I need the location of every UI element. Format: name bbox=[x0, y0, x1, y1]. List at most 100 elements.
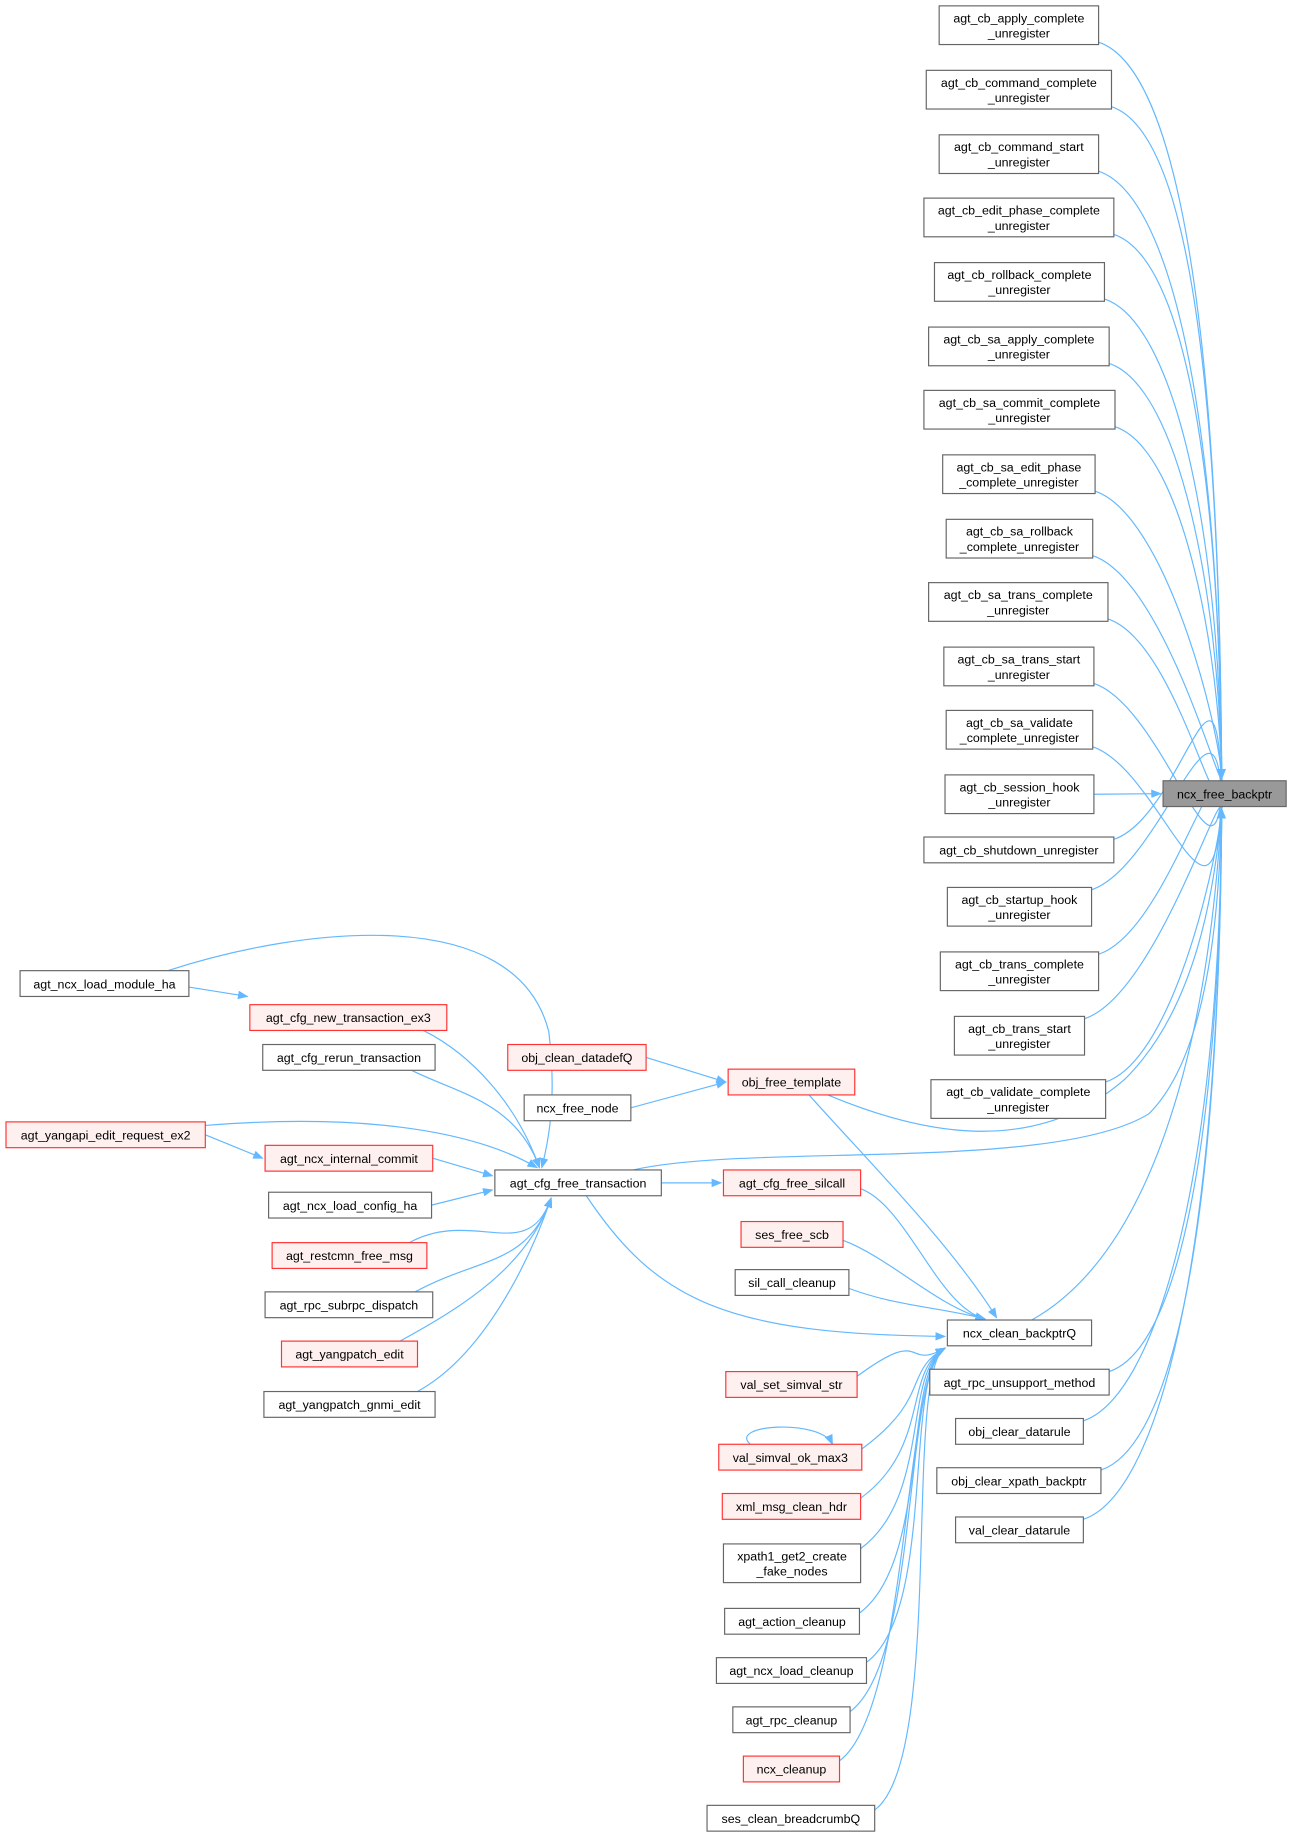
graph-node-val_set_simval_str[interactable]: val_set_simval_str bbox=[725, 1371, 858, 1398]
edge-arrow bbox=[1113, 233, 1226, 780]
node-label: agt_cb_edit_phase_complete_unregister bbox=[938, 204, 1100, 233]
graph-node-n13[interactable]: agt_cb_session_hook_unregister bbox=[944, 774, 1095, 815]
graph-node-ncx_cleanup[interactable]: ncx_cleanup bbox=[742, 1755, 841, 1783]
graph-node-ncx_free_backptr[interactable]: ncx_free_backptr bbox=[1162, 780, 1287, 808]
node-label: agt_cfg_free_silcall bbox=[739, 1177, 845, 1191]
edge-arrow bbox=[633, 807, 1226, 1171]
node-label: agt_yangpatch_edit bbox=[295, 1348, 404, 1362]
edge-n18-to-ncx_free_backptr bbox=[1105, 807, 1226, 1083]
graph-node-n12[interactable]: agt_cb_sa_validate_complete_unregister bbox=[945, 709, 1094, 750]
node-box bbox=[724, 1607, 861, 1635]
edge-n4-to-ncx_free_backptr bbox=[1113, 233, 1226, 780]
edge-n15-to-ncx_free_backptr bbox=[1091, 752, 1226, 891]
graph-node-n3[interactable]: agt_cb_command_start_unregister bbox=[938, 134, 1100, 175]
graph-node-ncx_clean_backptrQ[interactable]: ncx_clean_backptrQ bbox=[946, 1319, 1093, 1347]
node-label: agt_yangapi_edit_request_ex2 bbox=[21, 1128, 191, 1142]
graph-node-agt_ncx_load_config_ha[interactable]: agt_ncx_load_config_ha bbox=[268, 1191, 433, 1219]
graph-node-agt_yangpatch_edit[interactable]: agt_yangpatch_edit bbox=[280, 1340, 419, 1368]
node-label: agt_cb_apply_complete_unregister bbox=[953, 11, 1084, 40]
node-label: agt_cb_shutdown_unregister bbox=[939, 844, 1098, 858]
node-label: agt_cb_sa_edit_phase_complete_unregister bbox=[956, 460, 1081, 489]
edge-agt_cfg_free_transaction-to-ncx_clean_backptrQ bbox=[585, 1195, 947, 1341]
graph-node-agt_rpc_cleanup[interactable]: agt_rpc_cleanup bbox=[732, 1706, 851, 1734]
graph-node-val_simval_ok_max3[interactable]: val_simval_ok_max3 bbox=[718, 1443, 863, 1471]
graph-node-n8[interactable]: agt_cb_sa_edit_phase_complete_unregister bbox=[942, 454, 1096, 495]
graph-node-n7[interactable]: agt_cb_sa_commit_complete_unregister bbox=[923, 389, 1116, 430]
node-box bbox=[734, 1269, 850, 1296]
node-box bbox=[928, 582, 1109, 622]
graph-node-xpath1_get2_create_fake_nodes[interactable]: xpath1_get2_create_fake_nodes bbox=[722, 1543, 862, 1584]
edge-arrow bbox=[645, 1056, 727, 1084]
graph-node-n6[interactable]: agt_cb_sa_apply_complete_unregister bbox=[928, 326, 1110, 367]
node-box bbox=[523, 1094, 632, 1122]
graph-node-n15[interactable]: agt_cb_startup_hook_unregister bbox=[946, 886, 1093, 927]
graph-node-agt_cfg_new_transaction_ex3[interactable]: agt_cfg_new_transaction_ex3 bbox=[249, 1004, 448, 1032]
graph-node-agt_cfg_rerun_transaction[interactable]: agt_cfg_rerun_transaction bbox=[262, 1043, 436, 1071]
edge-agt_cfg_free_silcall-to-ncx_clean_backptrQ bbox=[860, 1188, 986, 1321]
graph-node-sil_call_cleanup[interactable]: sil_call_cleanup bbox=[734, 1269, 850, 1296]
node-box bbox=[268, 1191, 433, 1219]
graph-node-n20[interactable]: obj_clear_datarule bbox=[954, 1417, 1084, 1445]
graph-node-n18[interactable]: agt_cb_validate_complete_unregister bbox=[930, 1079, 1107, 1119]
graph-node-ncx_free_node[interactable]: ncx_free_node bbox=[523, 1094, 632, 1122]
edge-arrow bbox=[746, 1426, 834, 1446]
edge-n21-to-ncx_free_backptr bbox=[1100, 807, 1226, 1471]
edge-n14-to-ncx_free_backptr bbox=[1113, 720, 1226, 840]
graph-node-agt_cfg_free_transaction[interactable]: agt_cfg_free_transaction bbox=[494, 1169, 662, 1197]
node-label: sil_call_cleanup bbox=[748, 1276, 836, 1290]
edge-arrow bbox=[630, 1080, 727, 1109]
edge-n5-to-ncx_free_backptr bbox=[1104, 298, 1226, 780]
edge-arrow bbox=[861, 1347, 946, 1450]
node-box bbox=[742, 1755, 841, 1783]
graph-node-agt_rpc_subrpc_dispatch[interactable]: agt_rpc_subrpc_dispatch bbox=[264, 1291, 434, 1319]
graph-node-obj_free_template[interactable]: obj_free_template bbox=[727, 1068, 856, 1096]
edge-arrow bbox=[1098, 786, 1226, 955]
graph-node-obj_clean_datadefQ[interactable]: obj_clean_datadefQ bbox=[507, 1043, 647, 1071]
edge-arrow bbox=[585, 1195, 947, 1341]
graph-node-agt_action_cleanup[interactable]: agt_action_cleanup bbox=[724, 1607, 861, 1635]
graph-node-agt_ncx_load_cleanup[interactable]: agt_ncx_load_cleanup bbox=[715, 1657, 868, 1685]
node-box bbox=[264, 1144, 434, 1172]
graph-node-agt_ncx_load_module_ha[interactable]: agt_ncx_load_module_ha bbox=[19, 970, 190, 998]
edge-n7-to-ncx_free_backptr bbox=[1114, 426, 1226, 780]
graph-node-n5[interactable]: agt_cb_rollback_complete_unregister bbox=[933, 262, 1106, 302]
edge-arrow bbox=[1111, 106, 1226, 780]
graph-node-agt_yangpatch_gnmi_edit[interactable]: agt_yangpatch_gnmi_edit bbox=[263, 1390, 436, 1418]
graph-node-n2[interactable]: agt_cb_command_complete_unregister bbox=[925, 69, 1113, 110]
edge-arrow bbox=[1113, 720, 1226, 840]
graph-node-agt_ncx_internal_commit[interactable]: agt_ncx_internal_commit bbox=[264, 1144, 434, 1172]
graph-node-ses_free_scb[interactable]: ses_free_scb bbox=[740, 1220, 844, 1248]
graph-node-agt_cfg_free_silcall[interactable]: agt_cfg_free_silcall bbox=[722, 1169, 862, 1197]
graph-node-xml_msg_clean_hdr[interactable]: xml_msg_clean_hdr bbox=[721, 1492, 862, 1520]
graph-node-n14[interactable]: agt_cb_shutdown_unregister bbox=[923, 836, 1115, 864]
graph-node-n21[interactable]: obj_clear_xpath_backptr bbox=[936, 1467, 1102, 1495]
edge-arrow bbox=[1114, 426, 1226, 780]
graph-node-agt_restcmn_free_msg[interactable]: agt_restcmn_free_msg bbox=[271, 1242, 428, 1270]
graph-node-n16[interactable]: agt_cb_trans_complete_unregister bbox=[939, 951, 1100, 992]
graph-node-n11[interactable]: agt_cb_sa_trans_start_unregister bbox=[943, 646, 1095, 687]
node-box bbox=[494, 1169, 662, 1197]
node-box bbox=[923, 197, 1115, 238]
node-box bbox=[923, 836, 1115, 864]
node-label: obj_clean_datadefQ bbox=[521, 1051, 632, 1065]
graph-node-n9[interactable]: agt_cb_sa_rollback_complete_unregister bbox=[945, 518, 1094, 559]
edge-n16-to-ncx_free_backptr bbox=[1098, 786, 1226, 955]
edge-arrow bbox=[1098, 170, 1226, 780]
edge-n2-to-ncx_free_backptr bbox=[1111, 106, 1226, 780]
edge-arrow bbox=[205, 1120, 538, 1169]
edge-agt_yangapi_edit_request_ex2-to-agt_ncx_internal_commit bbox=[205, 1134, 264, 1159]
edge-n9-to-ncx_free_backptr bbox=[1092, 555, 1224, 789]
graph-node-n10[interactable]: agt_cb_sa_trans_complete_unregister bbox=[928, 582, 1109, 622]
graph-node-n19[interactable]: agt_rpc_unsupport_method bbox=[929, 1368, 1110, 1396]
node-box bbox=[722, 1169, 862, 1197]
graph-node-agt_yangapi_edit_request_ex2[interactable]: agt_yangapi_edit_request_ex2 bbox=[5, 1121, 206, 1149]
graph-node-n1[interactable]: agt_cb_apply_complete_unregister bbox=[938, 5, 1100, 46]
graph-node-n22[interactable]: val_clear_datarule bbox=[954, 1516, 1084, 1544]
graph-node-ses_clean_breadcrumbQ[interactable]: ses_clean_breadcrumbQ bbox=[706, 1804, 876, 1832]
edge-arrow bbox=[808, 1094, 998, 1319]
graph-node-n17[interactable]: agt_cb_trans_start_unregister bbox=[953, 1015, 1086, 1056]
edges-layer bbox=[167, 41, 1226, 1811]
edge-arrow bbox=[1108, 807, 1226, 1373]
graph-node-n4[interactable]: agt_cb_edit_phase_complete_unregister bbox=[923, 197, 1115, 238]
edge-n22-to-ncx_free_backptr bbox=[1083, 807, 1226, 1520]
